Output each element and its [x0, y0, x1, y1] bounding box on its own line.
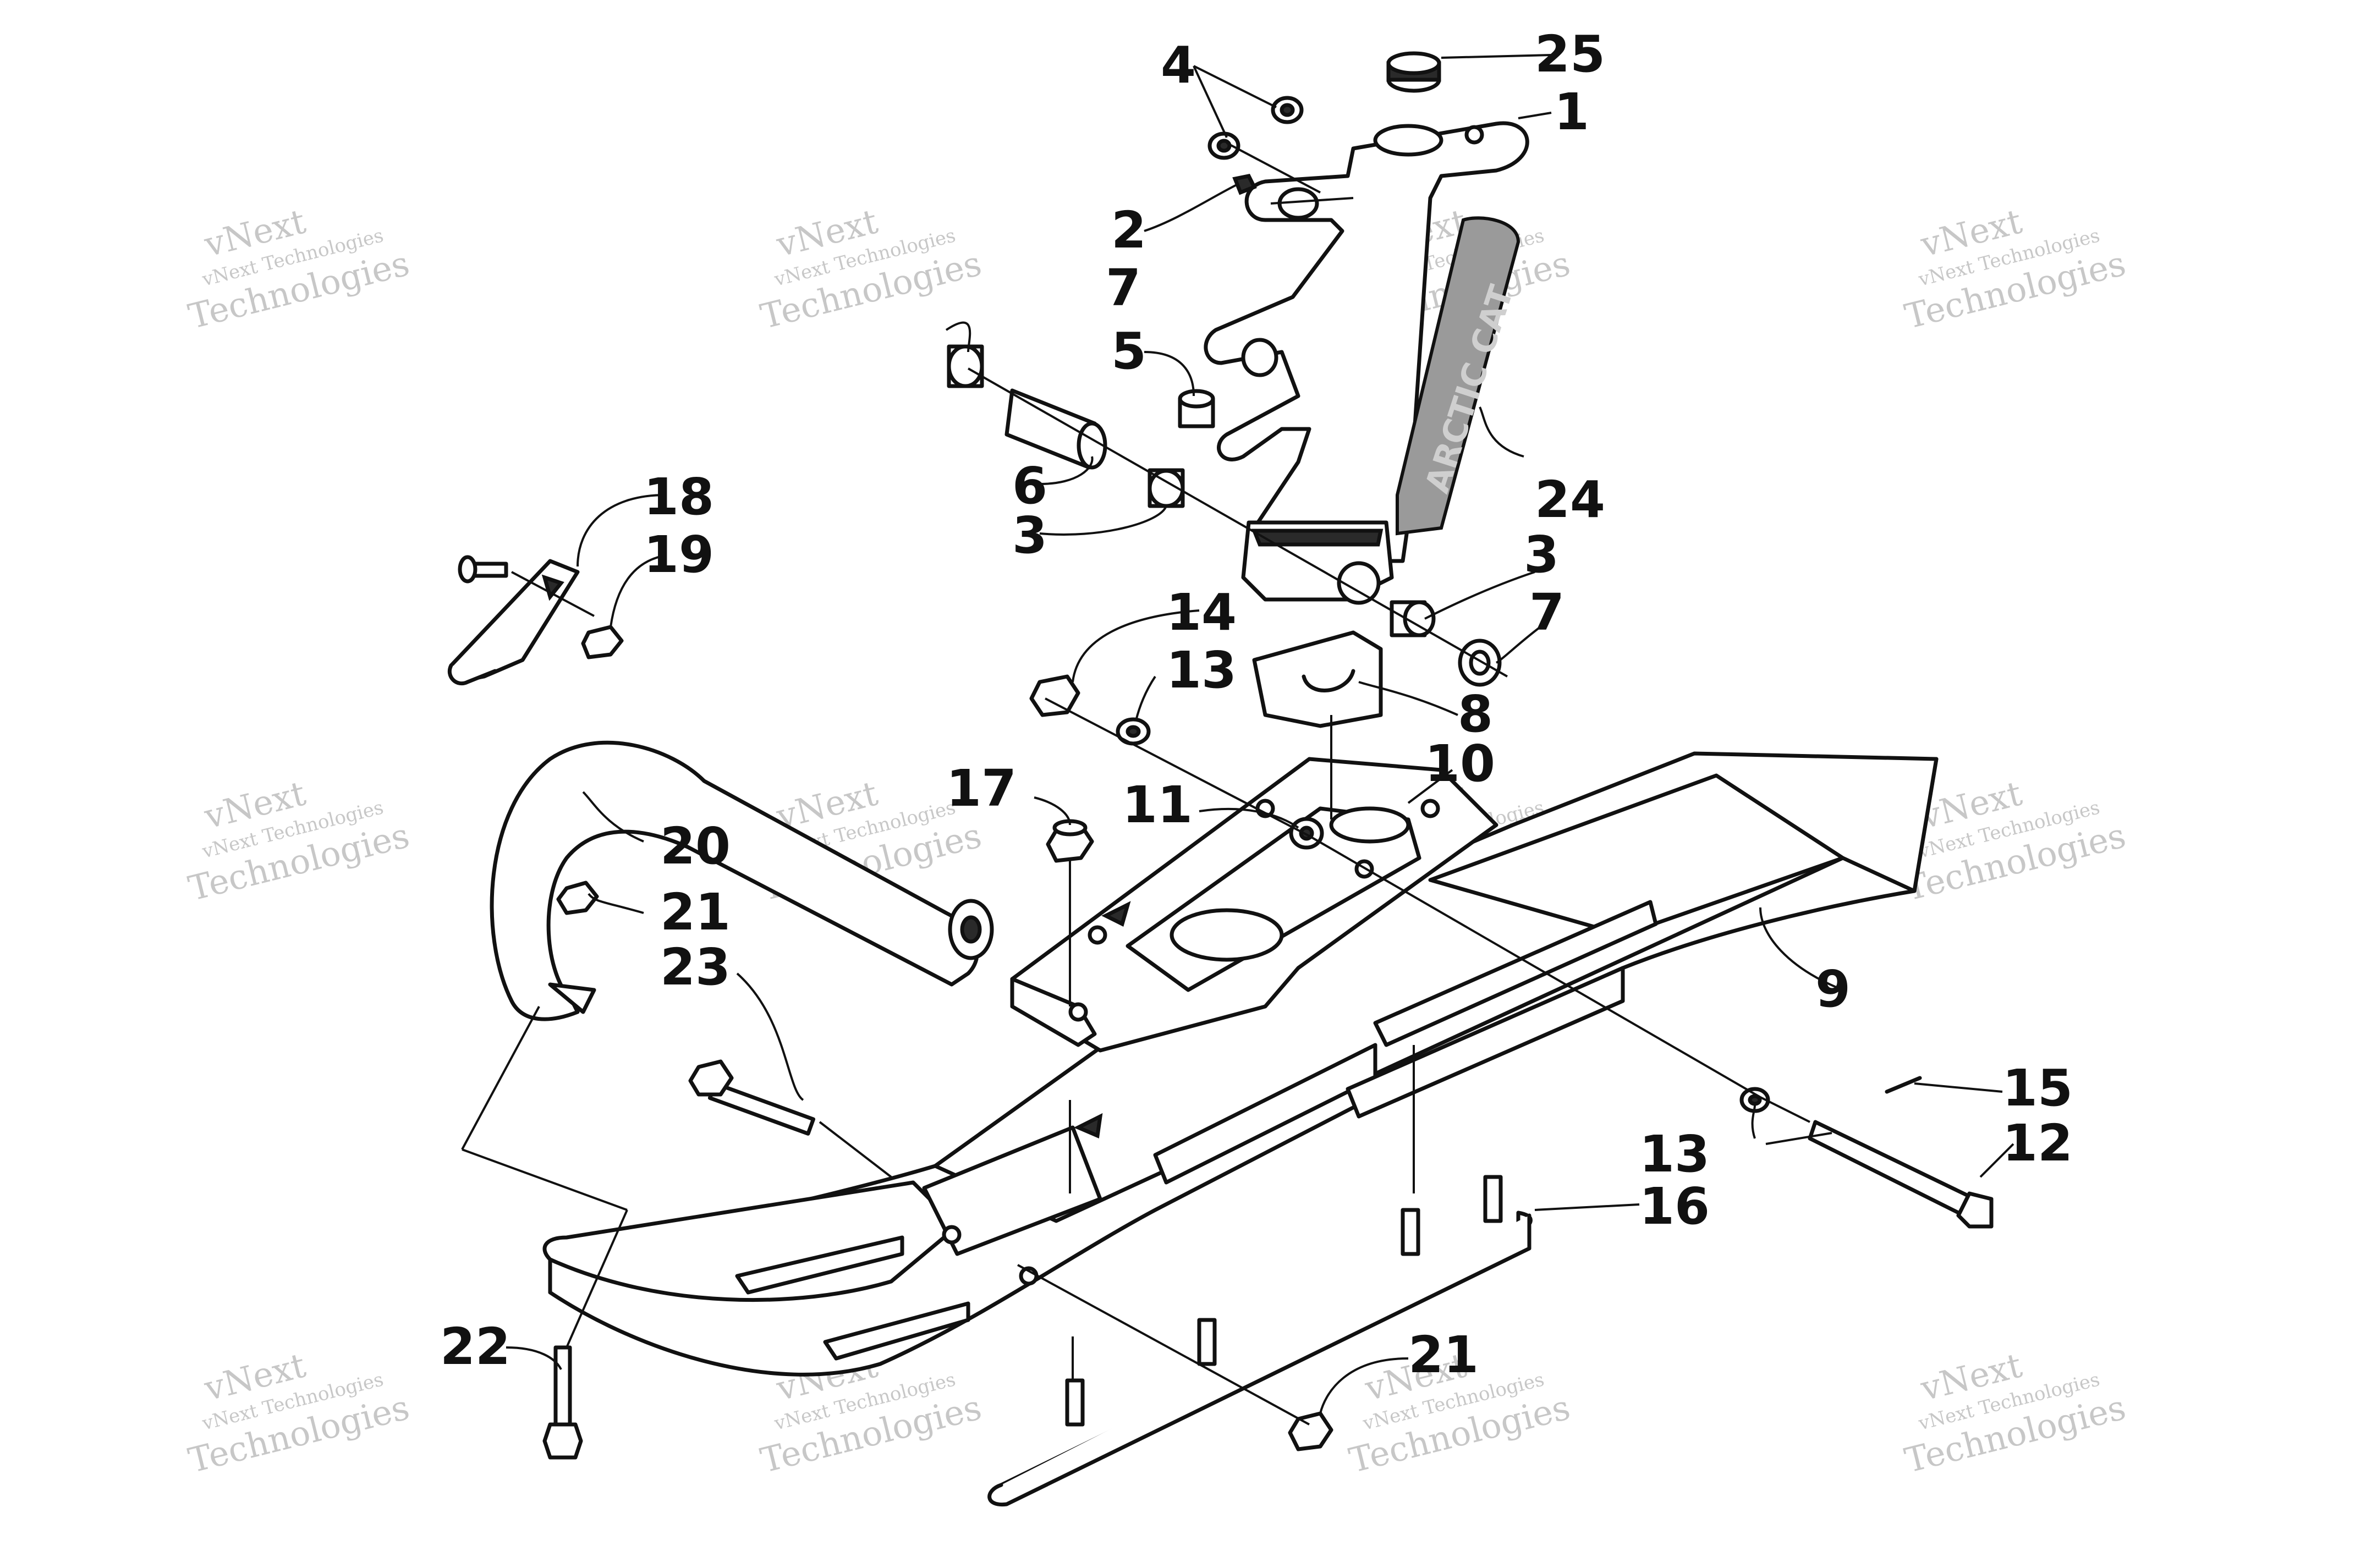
- part-20-ski-loop: [490, 740, 994, 1021]
- callout-10: 10: [1425, 734, 1495, 793]
- callout-17: 17: [946, 759, 1017, 818]
- callout-25: 25: [1535, 25, 1605, 84]
- part-14-nut: [1029, 674, 1080, 717]
- part-8-bumper: [1252, 630, 1383, 728]
- watermark: vNext vNext Technologies Technologies: [1901, 201, 2129, 337]
- part-15-cotter-pin: [1885, 1076, 1922, 1094]
- callout-19: 19: [644, 525, 714, 584]
- callout-6: 6: [1012, 456, 1047, 515]
- part-7-bushing: [1458, 639, 1502, 687]
- callout-12: 12: [2002, 1114, 2073, 1173]
- part-12-bolt: [1808, 1120, 1994, 1229]
- callout-9: 9: [1815, 960, 1851, 1019]
- watermark: vNext vNext Technologies Technologies: [1901, 1345, 2129, 1481]
- part-21-nut: [556, 881, 599, 915]
- part-1-spindle: [1204, 121, 1529, 605]
- leader-lines: [506, 54, 2014, 1414]
- callout-22: 22: [440, 1317, 510, 1376]
- part-18-screw: [458, 555, 508, 584]
- part-16-wear-rod: [987, 1175, 1533, 1507]
- part-4-washer: [1271, 96, 1304, 124]
- part-25-cap-plug: [1386, 51, 1441, 93]
- callout-24: 24: [1535, 470, 1605, 529]
- part-17-nut: [1046, 819, 1094, 863]
- watermark: vNext vNext Technologies Technologies: [184, 1345, 413, 1481]
- callout-5: 5: [1111, 322, 1146, 381]
- part-7-bushing: [947, 344, 984, 388]
- part-9-ski: [542, 751, 1939, 1377]
- wear-rod-stud: [1065, 1175, 1503, 1427]
- part-11-washer: [1289, 817, 1324, 850]
- watermark: vNext vNext Technologies Technologies: [184, 201, 413, 337]
- callout-18: 18: [644, 467, 714, 526]
- part-5-bushing: [1178, 389, 1215, 428]
- callout-13: 13: [1639, 1125, 1710, 1184]
- callout-2: 2: [1111, 201, 1146, 260]
- callout-4: 4: [1161, 36, 1196, 95]
- callout-14: 14: [1166, 583, 1237, 642]
- callout-21: 21: [660, 883, 731, 942]
- callout-3: 3: [1524, 525, 1559, 584]
- callout-21: 21: [1408, 1325, 1479, 1384]
- callout-7: 7: [1106, 258, 1141, 317]
- callout-1: 1: [1554, 82, 1589, 141]
- part-2-grease-fitting: [1232, 174, 1257, 195]
- callout-11: 11: [1122, 775, 1193, 834]
- watermark: vNext vNext Technologies Technologies: [756, 201, 985, 337]
- callout-7: 7: [1529, 583, 1564, 642]
- part-22-bolt: [542, 1345, 583, 1460]
- callout-8: 8: [1458, 685, 1493, 744]
- callout-13: 13: [1166, 641, 1237, 700]
- part-23-bolt: [688, 1059, 816, 1136]
- callout-3: 3: [1012, 506, 1047, 565]
- callout-20: 20: [660, 817, 731, 876]
- part-13-washer: [1116, 717, 1151, 746]
- part-10-saddle-mount: [1010, 757, 1498, 1139]
- callout-labels: 25 1 4 2 7 5 6 3 24 3 7 14 13 8 10 11 17…: [440, 25, 2073, 1384]
- part-6-sleeve: [1004, 388, 1107, 470]
- callout-15: 15: [2002, 1059, 2073, 1118]
- part-19-nut: [581, 625, 624, 659]
- callout-16: 16: [1639, 1177, 1710, 1236]
- watermark: vNext vNext Technologies Technologies: [184, 773, 413, 909]
- assembly-lines: [461, 142, 1832, 1426]
- part-21-nut: [1288, 1411, 1333, 1451]
- callout-23: 23: [660, 938, 731, 997]
